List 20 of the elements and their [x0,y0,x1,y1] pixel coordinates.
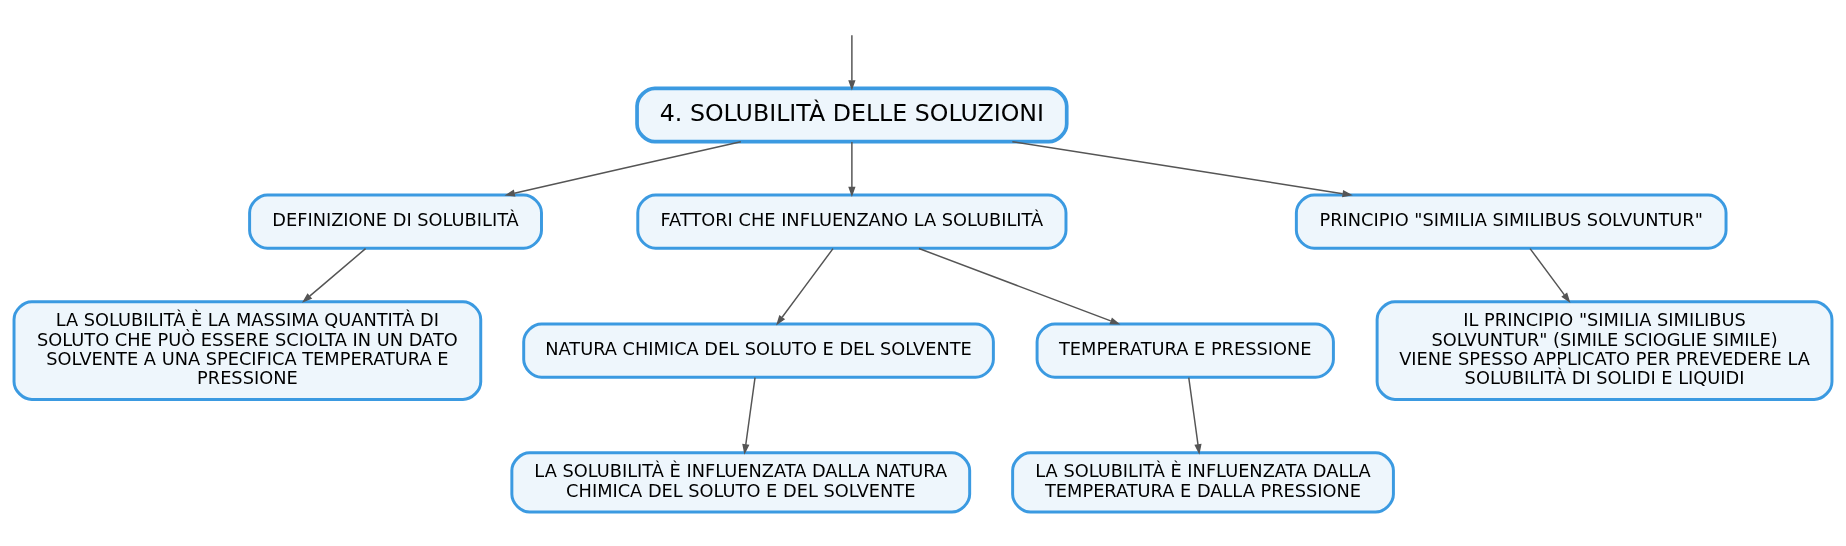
arrow [742,376,756,455]
arrow [504,140,742,197]
node-box: NATURA CHIMICA DEL SOLUTO E DEL SOLVENTE [522,322,995,379]
node-box: IL PRINCIPIO "SIMILIA SIMILIBUS SOLVUNTUR" (SIMILE SCIOGLIE SIMILE) VIENE SPESSO APPLICATO PER PREVEDERE LA SOLUBILITÀ DI SOLIDI E LIQUIDI [1375,300,1834,401]
node-box: DEFINIZIONE DI SOLUBILITÀ [248,193,543,250]
arrow [848,141,856,198]
node-box: PRINCIPIO "SIMILIA SIMILIBUS SOLVUNTUR" [1294,193,1728,250]
node-box: 4. SOLUBILITÀ DELLE SOLUZIONI [635,86,1069,144]
arrow [1188,376,1202,455]
arrow [848,34,856,91]
arrow [302,247,367,303]
node-box: FATTORI CHE INFLUENZANO LA SOLUBILITÀ [636,193,1068,250]
node-box: LA SOLUBILITÀ È INFLUENZATA DALLA NATURA CHIMICA DEL SOLUTO E DEL SOLVENTE [510,451,972,514]
arrow [776,247,834,326]
arrow [1011,140,1353,198]
node-box: TEMPERATURA E PRESSIONE [1035,322,1335,379]
node-box: LA SOLUBILITÀ È LA MASSIMA QUANTITÀ DI SOLUTO CHE PUÒ ESSERE SCIOLTA IN UN DATO SOLVENTE A UNA SPECIFICA TEMPERATURA E PRESSIONE [12,300,483,401]
arrow [1529,247,1571,303]
arrow [918,247,1121,325]
node-box: LA SOLUBILITÀ È INFLUENZATA DALLA TEMPERATURA E DALLA PRESSIONE [1011,451,1395,514]
